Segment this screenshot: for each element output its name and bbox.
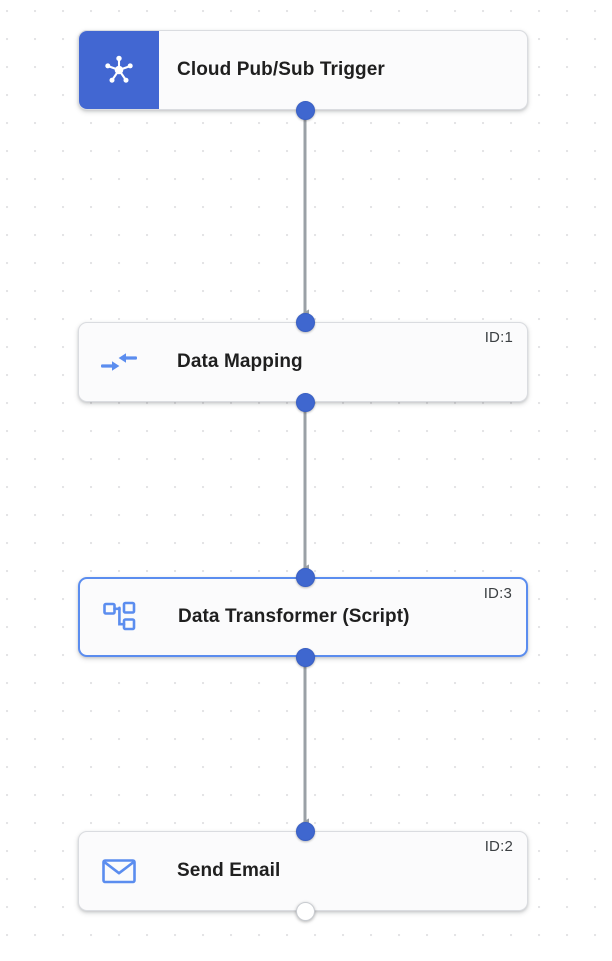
- node-body: Data Mapping ID:1: [159, 323, 527, 401]
- node-title: Data Transformer (Script): [178, 606, 410, 627]
- node-handle-top-data-mapping[interactable]: [295, 312, 315, 332]
- workflow-node-cloud-pubsub-trigger[interactable]: Cloud Pub/Sub Trigger: [78, 30, 528, 110]
- node-icon-panel: [79, 31, 159, 109]
- account-tree-icon: [103, 601, 136, 631]
- node-title: Data Mapping: [177, 351, 303, 372]
- node-id-badge: ID:1: [484, 329, 513, 346]
- node-icon-panel: [79, 832, 159, 910]
- node-handle-bottom-data-mapping[interactable]: [295, 392, 315, 412]
- node-handle-top-send-email[interactable]: [295, 821, 315, 841]
- node-handle-top-data-transformer-script[interactable]: [295, 567, 315, 587]
- workflow-node-send-email[interactable]: Send Email ID:2: [78, 831, 528, 911]
- node-handle-bottom-data-transformer-script[interactable]: [295, 647, 315, 667]
- workflow-node-data-mapping[interactable]: Data Mapping ID:1: [78, 322, 528, 402]
- workflow-node-data-transformer-script[interactable]: Data Transformer (Script) ID:3: [78, 577, 528, 657]
- node-handle-bottom-add-send-email[interactable]: [295, 901, 315, 921]
- node-icon-panel: [80, 579, 160, 655]
- node-icon-panel: [79, 323, 159, 401]
- data-mapping-merge-arrows-icon: [101, 353, 137, 371]
- envelope-icon: [102, 859, 136, 884]
- node-body: Send Email ID:2: [159, 832, 527, 910]
- node-id-badge: ID:3: [483, 585, 512, 602]
- node-title: Send Email: [177, 860, 281, 881]
- node-body: Cloud Pub/Sub Trigger: [159, 31, 527, 109]
- node-handle-bottom-cloud-pubsub-trigger[interactable]: [295, 100, 315, 120]
- pubsub-hub-icon: [105, 55, 133, 83]
- node-title: Cloud Pub/Sub Trigger: [177, 59, 385, 80]
- node-id-badge: ID:2: [484, 838, 513, 855]
- node-body: Data Transformer (Script) ID:3: [160, 579, 526, 655]
